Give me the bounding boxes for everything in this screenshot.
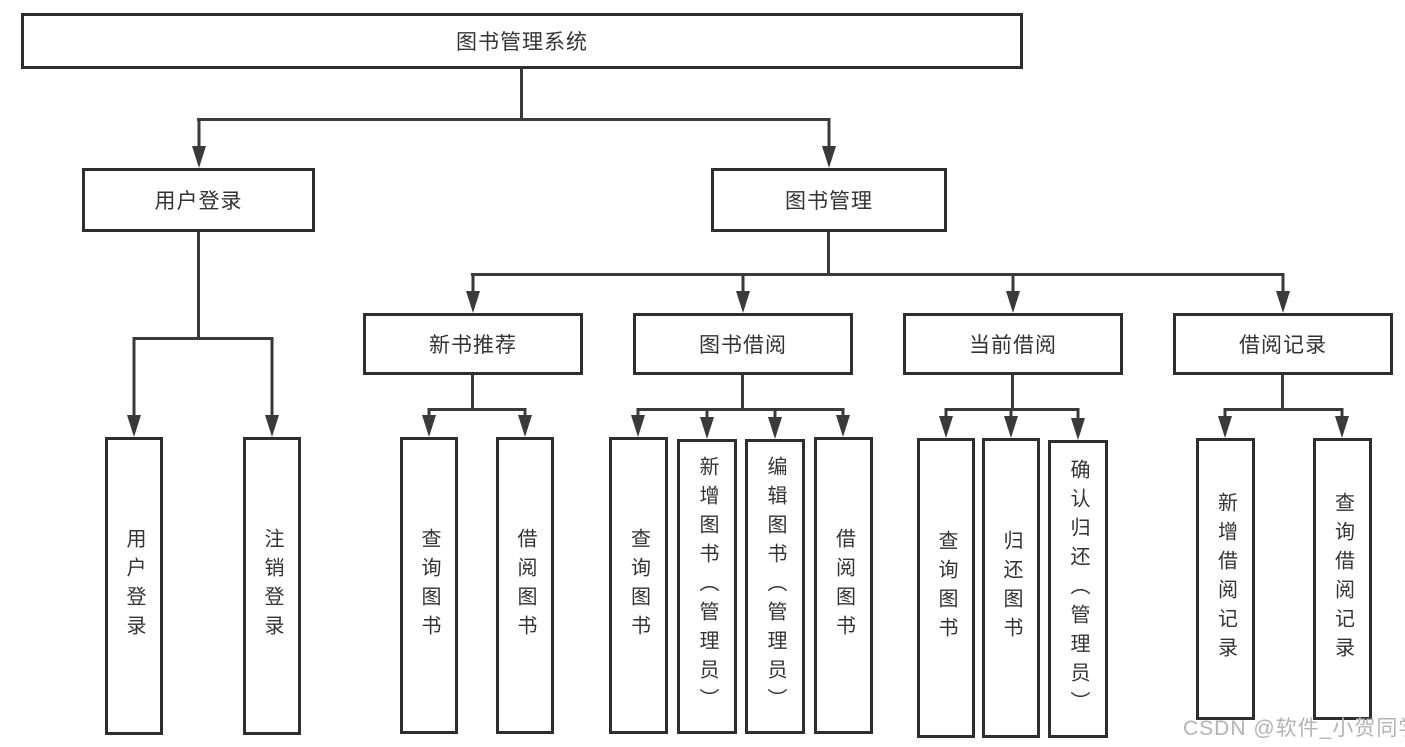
arrow-down-icon: [265, 337, 279, 437]
leaf-query-books-borrowing: 查询图书: [609, 437, 668, 734]
node-user-login: 用户登录: [82, 168, 315, 232]
node-book-borrowing: 图书借阅: [633, 313, 853, 375]
arrow-down-icon: [822, 118, 836, 168]
connector-line: [197, 232, 200, 337]
leaf-borrow-books-borrowing: 借阅图书: [814, 437, 873, 734]
connector-line: [520, 69, 523, 118]
connector-line: [429, 408, 525, 411]
arrow-down-icon: [1006, 273, 1020, 313]
node-borrowing-records: 借阅记录: [1173, 313, 1393, 375]
arrow-down-icon: [127, 337, 141, 437]
arrow-down-icon: [768, 408, 782, 439]
leaf-borrow-books-recommend: 借阅图书: [496, 437, 554, 734]
node-book-management: 图书管理: [711, 168, 947, 232]
arrow-down-icon: [1071, 408, 1085, 440]
connector-line: [638, 408, 844, 411]
leaf-query-borrow-record: 查询借阅记录: [1313, 438, 1372, 720]
arrow-down-icon: [1276, 273, 1290, 313]
leaf-add-book-admin: 新增图书（管理员）: [677, 439, 737, 734]
connector-line: [471, 375, 474, 408]
leaf-query-books-current: 查询图书: [917, 438, 975, 738]
leaf-user-login: 用户登录: [105, 437, 163, 735]
leaf-query-books-recommend: 查询图书: [400, 437, 458, 734]
leaf-edit-book-admin: 编辑图书（管理员）: [745, 439, 805, 734]
arrow-down-icon: [736, 273, 750, 313]
connector-line: [134, 337, 272, 340]
connector-line: [471, 273, 1283, 276]
csdn-watermark: CSDN @软件_小贺同学: [1183, 717, 1405, 740]
arrow-down-icon: [466, 273, 480, 313]
arrow-down-icon: [1335, 408, 1349, 438]
connector-line: [197, 118, 830, 121]
connector-line: [827, 232, 830, 273]
leaf-return-book: 归还图书: [982, 438, 1040, 738]
arrow-down-icon: [939, 408, 953, 438]
arrow-down-icon: [836, 408, 850, 437]
node-current-borrowing: 当前借阅: [903, 313, 1123, 375]
arrow-down-icon: [518, 408, 532, 437]
node-new-book-recommend: 新书推荐: [363, 313, 583, 375]
connector-line: [1281, 375, 1284, 408]
arrow-down-icon: [1218, 408, 1232, 438]
leaf-add-borrow-record: 新增借阅记录: [1196, 438, 1255, 720]
arrow-down-icon: [700, 408, 714, 439]
leaf-logout: 注销登录: [243, 437, 301, 735]
node-root: 图书管理系统: [21, 13, 1023, 69]
arrow-down-icon: [422, 408, 436, 437]
leaf-confirm-return-admin: 确认归还（管理员）: [1048, 440, 1108, 738]
arrow-down-icon: [631, 408, 645, 437]
connector-line: [1011, 375, 1014, 408]
arrow-down-icon: [1004, 408, 1018, 438]
arrow-down-icon: [192, 118, 206, 168]
connector-line: [1225, 408, 1343, 411]
connector-line: [741, 375, 744, 408]
